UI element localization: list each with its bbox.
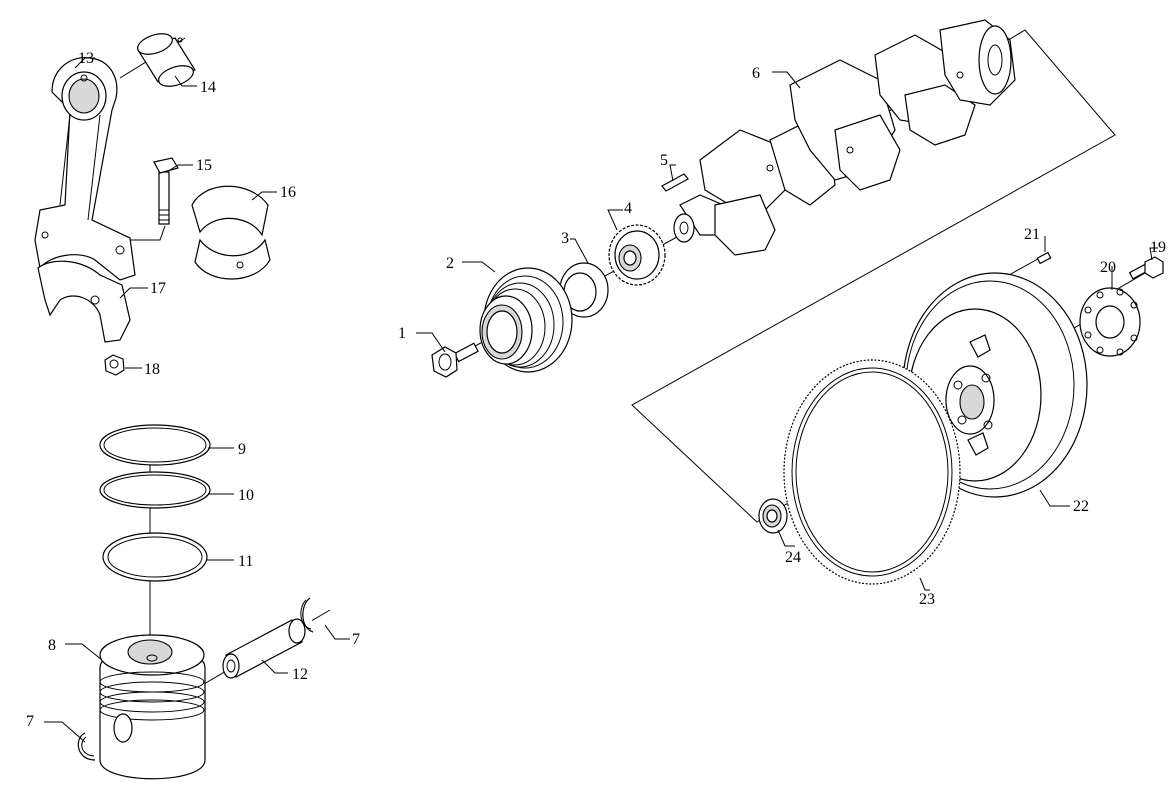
- callout-13: 13: [78, 50, 94, 67]
- small-end-bushing: [137, 33, 196, 87]
- callout-7-right: 7: [352, 631, 360, 648]
- callout-labels: 1 2 3 4 5 6 7 7 8 9 10 11 12 13 14 15 16…: [26, 50, 1166, 730]
- top-compression-ring: [99, 424, 211, 466]
- oil-control-ring: [102, 532, 208, 582]
- callout-22: 22: [1073, 498, 1089, 515]
- snap-ring-right: [300, 597, 314, 633]
- pulley-bolt: [431, 342, 479, 378]
- crankshaft: [673, 19, 1016, 256]
- rod-nut: [104, 354, 125, 376]
- rod-bearing-shells: [191, 185, 271, 280]
- callout-24: 24: [785, 549, 801, 566]
- woodruff-key: [661, 173, 689, 192]
- flywheel-washer-plate: [1079, 287, 1141, 357]
- piston: [99, 634, 206, 780]
- callout-18: 18: [144, 361, 160, 378]
- piston-pin: [222, 618, 306, 679]
- callout-5: 5: [660, 152, 668, 169]
- rod-bolt: [153, 157, 179, 225]
- callout-21: 21: [1024, 226, 1040, 243]
- callout-4: 4: [624, 200, 632, 217]
- thrust-washer: [559, 262, 609, 318]
- callout-1: 1: [398, 325, 406, 342]
- callout-2: 2: [446, 255, 454, 272]
- callout-leaders: [44, 57, 1158, 743]
- connecting-rod: [34, 56, 136, 281]
- callout-7-left: 7: [26, 713, 34, 730]
- callout-19: 19: [1150, 239, 1166, 256]
- callout-23: 23: [919, 591, 935, 608]
- pilot-bearing: [758, 498, 788, 534]
- callout-8: 8: [48, 637, 56, 654]
- crankshaft-pulley: [479, 267, 573, 373]
- callout-9: 9: [238, 441, 246, 458]
- callout-11: 11: [238, 553, 253, 570]
- dowel-pin: [1036, 251, 1052, 265]
- callout-15: 15: [196, 157, 212, 174]
- callout-6: 6: [752, 65, 760, 82]
- callout-10: 10: [238, 487, 254, 504]
- callout-17: 17: [150, 280, 166, 297]
- callout-14: 14: [200, 79, 216, 96]
- second-compression-ring: [99, 471, 211, 509]
- callout-16: 16: [280, 184, 296, 201]
- callout-12: 12: [292, 666, 308, 683]
- snap-ring-left: [77, 732, 96, 761]
- crankshaft-gear: [608, 224, 666, 286]
- callout-20: 20: [1100, 259, 1116, 276]
- ring-gear: [783, 359, 961, 585]
- callout-3: 3: [561, 230, 569, 247]
- flywheel-bolt: [1128, 256, 1164, 280]
- connecting-rod-cap: [37, 260, 131, 343]
